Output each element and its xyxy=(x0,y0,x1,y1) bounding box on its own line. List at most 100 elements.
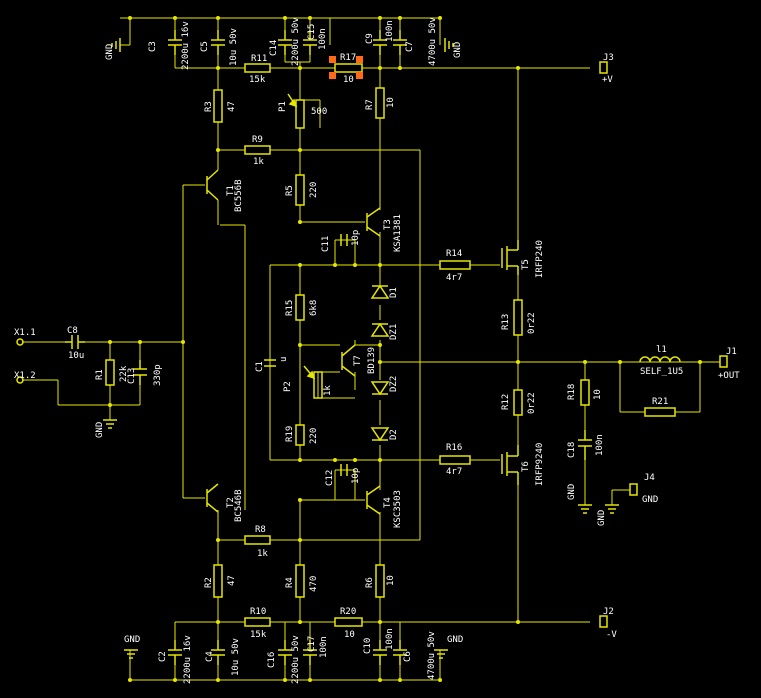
c15-value: 100n xyxy=(318,28,328,50)
c18-value: 100n xyxy=(595,434,605,456)
diode-d1[interactable] xyxy=(370,284,390,299)
potentiometer-p1[interactable] xyxy=(287,93,305,129)
d1-name: D1 xyxy=(389,287,399,298)
resistor-r17[interactable] xyxy=(334,63,363,73)
r3-name: R3 xyxy=(204,101,214,112)
c1-name: C1 xyxy=(255,361,265,372)
dz1-name: DZ1 xyxy=(389,324,399,340)
resistor-r13[interactable] xyxy=(513,299,523,336)
resistor-r16[interactable] xyxy=(439,455,471,465)
mosfet-t5[interactable] xyxy=(501,240,519,275)
capacitor-c3[interactable] xyxy=(168,30,182,55)
gnd-label-j4sym: GND xyxy=(597,510,607,526)
r15-value: 6k8 xyxy=(309,300,319,316)
input-pin-x12[interactable] xyxy=(16,376,24,384)
capacitor-c17[interactable] xyxy=(303,640,317,665)
capacitor-c16[interactable] xyxy=(278,640,292,665)
capacitor-c5[interactable] xyxy=(211,30,225,55)
r11-name: R11 xyxy=(251,54,267,64)
resistor-r3[interactable] xyxy=(213,89,223,123)
transistor-t1[interactable] xyxy=(206,169,219,201)
l1-name: l1 xyxy=(656,345,667,355)
r20-name: R20 xyxy=(340,607,356,617)
t7-name: T7 xyxy=(353,355,363,366)
capacitor-c13[interactable] xyxy=(133,360,147,385)
resistor-r18[interactable] xyxy=(580,379,590,406)
resistor-r19[interactable] xyxy=(295,424,305,446)
capacitor-c9[interactable] xyxy=(373,30,387,55)
resistor-r1[interactable] xyxy=(105,359,115,386)
diode-d2[interactable] xyxy=(370,427,390,442)
r3-value: 47 xyxy=(227,101,237,112)
resistor-r8[interactable] xyxy=(244,535,271,545)
zener-dz1[interactable] xyxy=(370,322,390,337)
gnd-label-bottom-left: GND xyxy=(124,635,140,645)
zener-dz2[interactable] xyxy=(370,381,390,396)
r9-name: R9 xyxy=(252,135,263,145)
c2-name: C2 xyxy=(158,651,168,662)
connector-j2[interactable] xyxy=(599,615,608,628)
capacitor-c10[interactable] xyxy=(373,640,387,665)
r2-name: R2 xyxy=(204,577,214,588)
resistor-r15[interactable] xyxy=(295,294,305,321)
r1-name: R1 xyxy=(95,369,105,380)
resistor-r6[interactable] xyxy=(375,564,385,598)
c15-name: C15 xyxy=(307,24,317,40)
capacitor-c2[interactable] xyxy=(168,640,182,665)
c18-name: C18 xyxy=(567,442,577,458)
r19-value: 220 xyxy=(309,428,319,444)
c9-name: C9 xyxy=(365,33,375,44)
resistor-r12[interactable] xyxy=(513,389,523,416)
capacitor-c15[interactable] xyxy=(303,30,317,55)
resistor-r10[interactable] xyxy=(244,617,271,627)
c5-name: C5 xyxy=(200,41,210,52)
resistor-r9[interactable] xyxy=(244,145,271,155)
connector-j3[interactable] xyxy=(599,61,608,74)
connector-j4[interactable] xyxy=(629,483,638,496)
transistor-t7[interactable] xyxy=(341,344,356,377)
capacitor-c14[interactable] xyxy=(278,30,292,55)
capacitor-c18[interactable] xyxy=(578,430,592,460)
resistor-r7[interactable] xyxy=(375,87,385,119)
mosfet-t6[interactable] xyxy=(501,445,519,485)
t5-name: T5 xyxy=(521,259,531,270)
c12-value: 10p xyxy=(351,468,361,484)
r21-name: R21 xyxy=(652,397,668,407)
capacitor-c7[interactable] xyxy=(393,30,407,55)
resistor-r14[interactable] xyxy=(439,260,471,270)
transistor-t3[interactable] xyxy=(366,207,381,237)
c8-value: 10u xyxy=(68,351,84,361)
capacitor-c4[interactable] xyxy=(211,640,225,665)
capacitor-c12[interactable] xyxy=(340,464,348,476)
capacitor-c1[interactable] xyxy=(264,359,276,367)
resistor-r20[interactable] xyxy=(334,617,363,627)
resistor-r11[interactable] xyxy=(244,63,271,73)
resistor-r2[interactable] xyxy=(213,564,223,598)
t6-name: T6 xyxy=(521,461,531,472)
j3-net: +V xyxy=(602,75,613,85)
inductor-l1[interactable] xyxy=(639,356,681,363)
resistor-r4[interactable] xyxy=(295,564,305,598)
connector-j1[interactable] xyxy=(719,355,728,368)
resistor-r21[interactable] xyxy=(644,407,676,417)
r6-name: R6 xyxy=(365,577,375,588)
t1-name: T1 xyxy=(226,185,236,196)
input-pin-x11[interactable] xyxy=(16,338,24,346)
potentiometer-p2[interactable] xyxy=(303,365,323,399)
c14-name: C14 xyxy=(269,40,279,56)
transistor-t2[interactable] xyxy=(206,483,219,513)
r7-name: R7 xyxy=(365,99,375,110)
r14-name: R14 xyxy=(446,249,462,259)
c3-value: 2200u 16v xyxy=(181,21,191,70)
capacitor-c8[interactable] xyxy=(65,335,85,349)
selection-handles xyxy=(329,56,363,79)
capacitor-c11[interactable] xyxy=(340,234,348,246)
gnd-symbol-bottom-right xyxy=(434,649,448,659)
resistor-r5[interactable] xyxy=(295,174,305,206)
t3-name: T3 xyxy=(383,219,393,230)
t4-value: KSC3503 xyxy=(393,490,403,528)
capacitor-c6[interactable] xyxy=(393,640,407,665)
transistor-t4[interactable] xyxy=(366,485,381,515)
j3-name: J3 xyxy=(603,53,614,63)
